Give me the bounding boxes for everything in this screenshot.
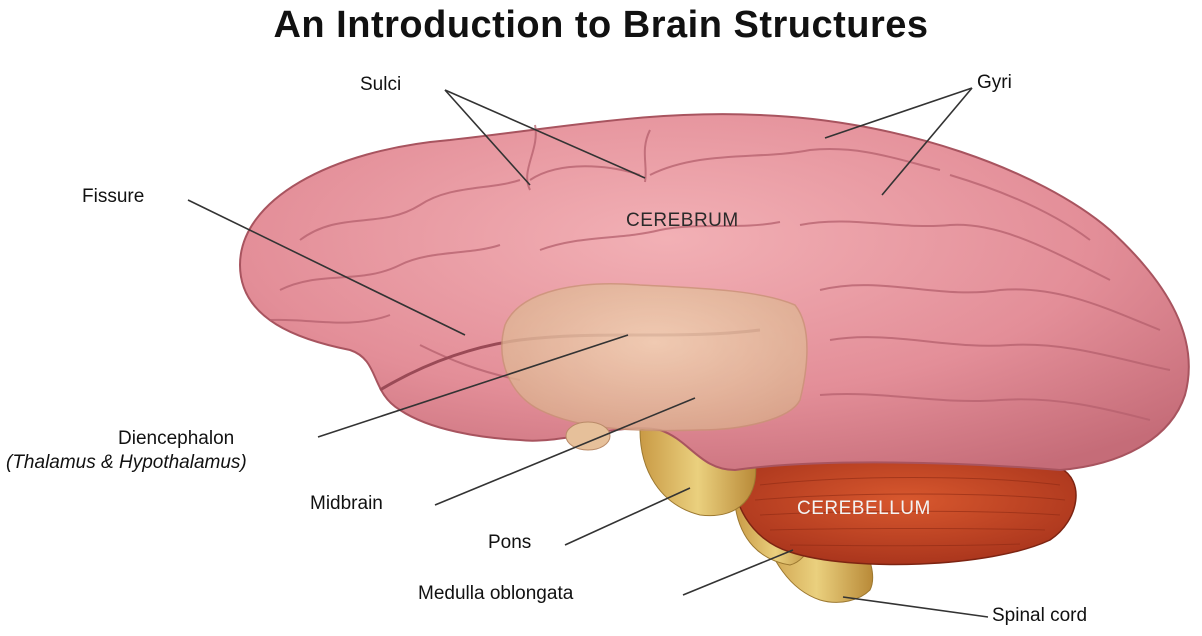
label-midbrain: Midbrain <box>310 493 383 515</box>
leader-medulla <box>683 550 793 595</box>
label-cerebrum: CEREBRUM <box>626 210 739 232</box>
label-medulla-oblongata: Medulla oblongata <box>418 583 573 605</box>
label-cerebellum: CEREBELLUM <box>797 498 931 520</box>
label-diencephalon-sub: (Thalamus & Hypothalamus) <box>6 452 247 474</box>
leader-spinal-cord <box>843 597 988 617</box>
diencephalon-shape <box>502 284 807 431</box>
label-sulci: Sulci <box>360 74 401 96</box>
label-spinal-cord: Spinal cord <box>992 605 1087 627</box>
label-fissure: Fissure <box>82 186 144 208</box>
label-pons: Pons <box>488 532 531 554</box>
label-diencephalon: Diencephalon <box>118 428 234 450</box>
label-gyri: Gyri <box>977 72 1012 94</box>
diagram-title: An Introduction to Brain Structures <box>0 4 1202 47</box>
leader-pons <box>565 488 690 545</box>
